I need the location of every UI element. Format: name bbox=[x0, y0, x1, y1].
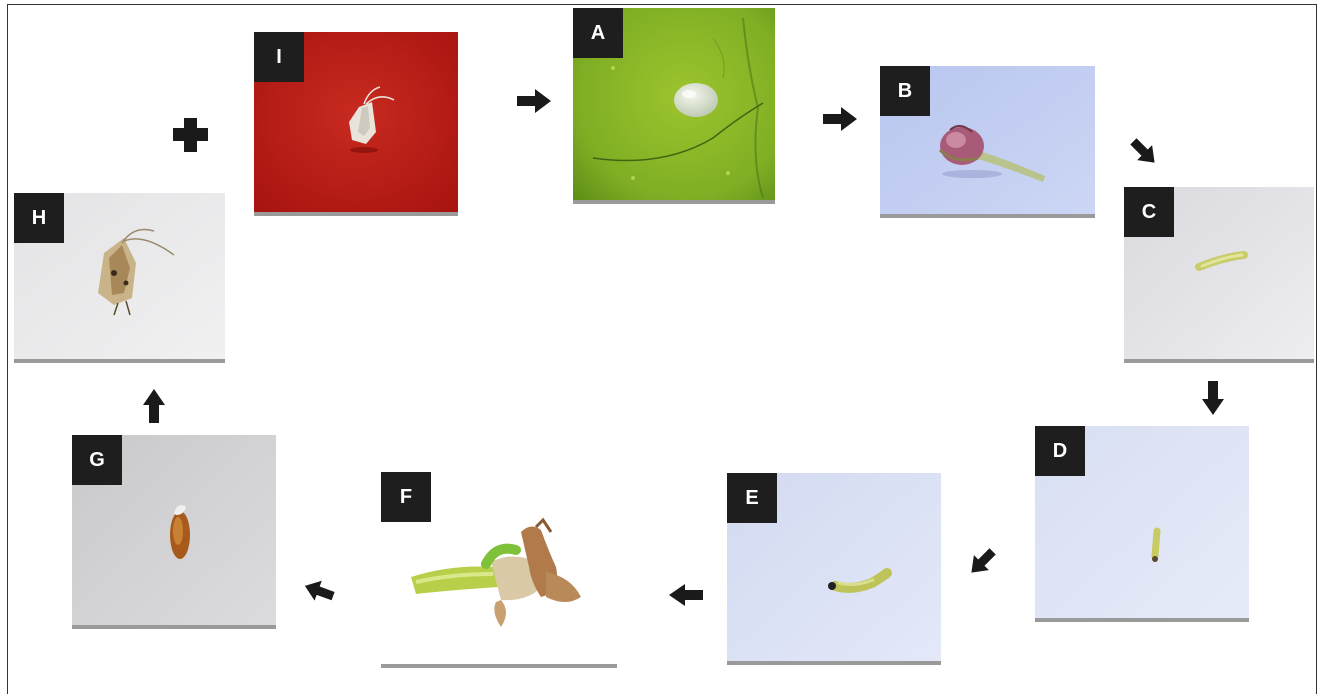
panel-underline bbox=[14, 359, 225, 363]
panel-g: G bbox=[72, 435, 276, 629]
panel-label: B bbox=[880, 66, 930, 116]
panel-label: E bbox=[727, 473, 777, 523]
panel-e: E bbox=[727, 473, 941, 665]
panel-underline bbox=[1035, 618, 1249, 622]
arrow-up-left-icon bbox=[302, 576, 336, 606]
panel-label: I bbox=[254, 32, 304, 82]
panel-underline bbox=[72, 625, 276, 629]
panel-label: D bbox=[1035, 426, 1085, 476]
panel-underline bbox=[727, 661, 941, 665]
panel-b: B bbox=[880, 66, 1095, 218]
panel-f: F bbox=[381, 472, 617, 668]
arrow-left-icon bbox=[669, 584, 703, 606]
panel-i: I bbox=[254, 32, 458, 216]
arrow-down-icon bbox=[1202, 381, 1224, 415]
panel-underline bbox=[1124, 359, 1314, 363]
arrow-right-icon bbox=[517, 89, 551, 113]
panel-underline bbox=[381, 664, 617, 668]
panel-label: F bbox=[381, 472, 431, 522]
arrow-down-left-icon bbox=[965, 547, 999, 577]
arrow-up-icon bbox=[143, 389, 165, 423]
panel-c: C bbox=[1124, 187, 1314, 363]
plus-icon bbox=[170, 116, 212, 154]
panel-underline bbox=[573, 200, 775, 204]
panel-d: D bbox=[1035, 426, 1249, 622]
arrow-down-right-icon bbox=[1127, 137, 1161, 167]
panel-underline bbox=[880, 214, 1095, 218]
arrow-right-icon bbox=[823, 107, 857, 131]
panel-label: C bbox=[1124, 187, 1174, 237]
panel-underline bbox=[254, 212, 458, 216]
panel-a: A bbox=[573, 8, 775, 204]
panel-h: H bbox=[14, 193, 225, 363]
panel-label: G bbox=[72, 435, 122, 485]
panel-label: H bbox=[14, 193, 64, 243]
panel-label: A bbox=[573, 8, 623, 58]
